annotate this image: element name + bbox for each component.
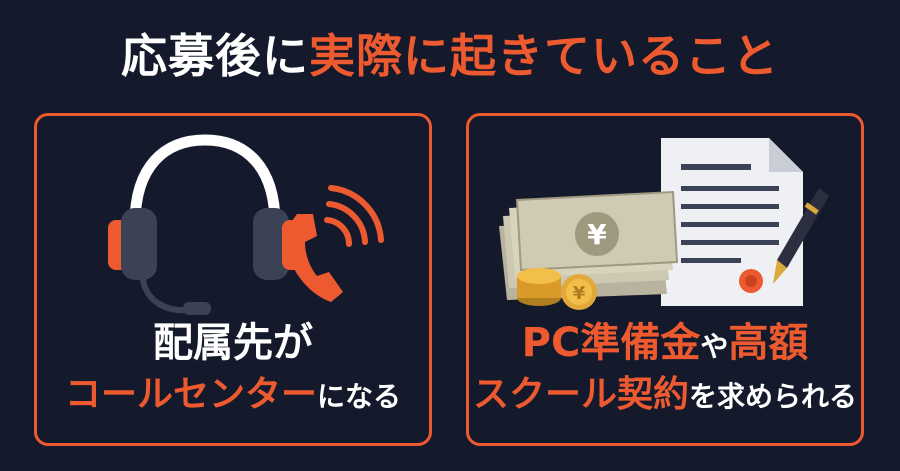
call-center-illustration xyxy=(108,134,384,315)
right-line1-b: や xyxy=(700,330,729,363)
left-line2-highlight: コールセンター xyxy=(64,374,317,415)
right-caption-line1: PC準備金や高額 xyxy=(469,320,861,366)
left-caption-line1: 配属先が xyxy=(37,320,429,366)
left-line1-text: 配属先が xyxy=(153,320,313,366)
title-part1: 応募後に xyxy=(121,29,309,83)
right-caption-line2: スクール契約を求められる xyxy=(469,374,861,415)
call-center-card: 配属先が コールセンターになる xyxy=(34,113,432,446)
phone-icon xyxy=(286,185,384,302)
right-line1-c: 高額 xyxy=(728,320,809,366)
right-line2-a: スクール契約 xyxy=(472,374,689,415)
title-part2: 実際に起きていること xyxy=(309,29,779,83)
coin-yen-symbol: ¥ xyxy=(573,283,586,304)
right-line2-b: を求められる xyxy=(689,380,858,413)
fountain-pen-icon xyxy=(773,188,829,284)
left-caption-line2: コールセンターになる xyxy=(37,374,429,415)
fees-illustration: ¥ ¥ xyxy=(499,138,829,310)
pc-fee-card: ¥ ¥ PC準備金や高額 スクール契約を求められる xyxy=(466,113,864,446)
banknote-yen-symbol: ¥ xyxy=(587,218,607,251)
right-line1-a: PC準備金 xyxy=(521,320,701,366)
page-title: 応募後に実際に起きていること xyxy=(0,26,900,86)
contract-document-icon xyxy=(661,138,803,306)
headset-icon xyxy=(108,134,302,315)
coin-stack-icon: ¥ xyxy=(517,268,597,310)
left-line2-suffix: になる xyxy=(317,380,402,413)
